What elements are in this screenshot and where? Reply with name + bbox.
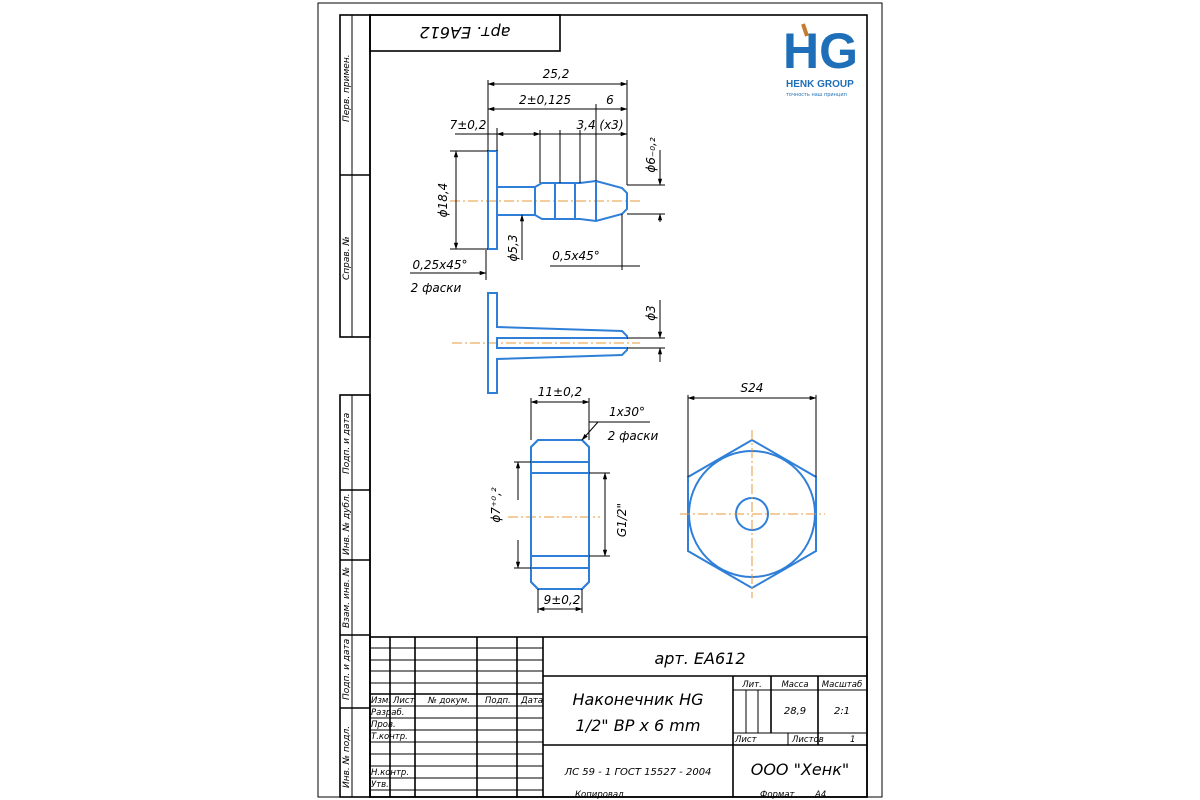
dim-chamfers-2a: 2 фаски	[411, 281, 462, 295]
value-listov: 1	[850, 735, 855, 745]
logo-name: HENK GROUP	[786, 79, 854, 90]
title-block: Изм. Лист № докум. Подп. Дата Разраб. Пр…	[369, 636, 868, 798]
dim-flange-dia: ϕ18,4	[436, 183, 450, 218]
col-docum: № докум.	[427, 696, 470, 706]
top-article-text: арт. ЕА612	[419, 23, 510, 42]
row-nkontr: Н.контр.	[371, 768, 409, 778]
title-material: ЛС 59 - 1 ГОСТ 15527 - 2004	[564, 767, 712, 778]
dim-nut-inner: 9±0,2	[544, 593, 581, 607]
dim-bore-dia: ϕ5,3	[506, 235, 520, 262]
side-label-inv-dubl: Инв. № дубл.	[342, 493, 352, 555]
side-label-podp-2: Подп. и дата	[342, 639, 352, 700]
dim-step: 2±0,125	[519, 93, 571, 107]
label-masshtab: Масштаб	[822, 680, 862, 690]
title-company: ООО "Хенк"	[751, 760, 850, 779]
label-lit: Лит.	[741, 680, 762, 690]
logo-slogan: точность наш принцип	[786, 92, 847, 98]
dim-hole-dia: ϕ7⁺⁰,²	[489, 487, 503, 523]
col-data: Дата	[520, 696, 543, 706]
value-mass: 28,9	[784, 706, 806, 717]
label-list: Лист	[734, 735, 758, 745]
caption-kopiroval: Копировал	[575, 790, 624, 800]
col-list: Лист	[392, 696, 416, 706]
dim-chamfer-small: 0,25x45°	[412, 258, 467, 272]
side-label-sprav: Справ. №	[342, 236, 352, 280]
side-strip: Перв. примен. Справ. № Подп. и дата Инв.…	[339, 14, 371, 798]
row-prov: Пров.	[371, 720, 396, 730]
caption-format: Формат	[760, 790, 796, 800]
dim-tip-dia: ϕ6₋₀,₂	[644, 137, 658, 173]
dim-nut-length: 11±0,2	[538, 385, 582, 399]
label-listov: Листов	[791, 735, 824, 745]
label-massa: Масса	[781, 680, 808, 690]
logo-letters: HG	[783, 23, 858, 79]
title-article: арт. ЕА612	[654, 649, 745, 668]
dim-rib-pitch: 3,4 (x3)	[577, 118, 624, 132]
side-label-perv: Перв. примен.	[342, 54, 352, 122]
side-label-podp-1: Подп. и дата	[342, 413, 352, 474]
dim-inner-dia: ϕ3	[644, 305, 658, 321]
fitting-side-view	[450, 150, 640, 250]
fitting-section-view: ϕ3	[452, 292, 665, 394]
row-razrab: Разраб.	[371, 708, 404, 718]
value-scale: 2:1	[834, 706, 850, 717]
dimensions-view-1: 25,2 2±0,125 6 7±0,2 3,4 (x3) ϕ18,4 ϕ6₋₀…	[410, 67, 665, 295]
hex-front-view: S24	[680, 381, 825, 598]
dim-nut-chamfer: 1x30°	[609, 405, 645, 419]
row-utv: Утв.	[371, 780, 389, 790]
top-article-box	[369, 14, 561, 52]
dim-hex-size: S24	[741, 381, 764, 395]
henk-group-logo: HG HENK GROUP точность наш принцип	[783, 23, 858, 98]
col-izm: Изм.	[371, 696, 391, 706]
title-name-line1: Наконечник HG	[572, 690, 703, 709]
dim-overall-length: 25,2	[543, 67, 570, 81]
dim-chamfer-tip: 0,5x45°	[552, 249, 599, 263]
dim-tip: 6	[606, 93, 614, 107]
dim-nut-chamfers: 2 фаски	[608, 429, 659, 443]
side-label-vzam: Взам. инв. №	[342, 567, 352, 628]
nut-section-view: 11±0,2 1x30° 2 фаски ϕ7⁺⁰,² G1/2" 9±0,2	[489, 385, 659, 613]
title-name-line2: 1/2" ВР x 6 mm	[576, 716, 701, 735]
dim-flange: 7±0,2	[450, 118, 487, 132]
dim-thread: G1/2"	[615, 503, 629, 537]
side-label-inv-podl: Инв. № подл.	[342, 726, 352, 788]
row-tkontr: Т.контр.	[371, 732, 408, 742]
col-podp: Подп.	[485, 696, 511, 706]
caption-format-value: А4	[814, 790, 826, 800]
